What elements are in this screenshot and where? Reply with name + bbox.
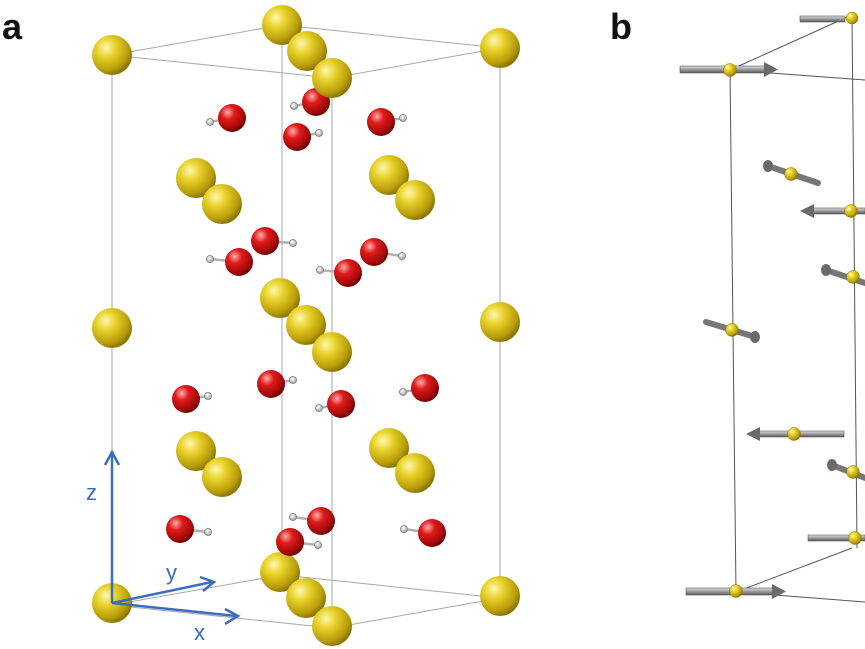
x-axis-label: x	[194, 620, 205, 645]
panel-b-unit-cell	[729, 14, 865, 603]
panel-a-yellow-atoms-front	[92, 28, 520, 646]
panel-b-spin-arrows	[679, 15, 865, 599]
spin-arrow	[827, 459, 865, 481]
y-axis-arrowhead	[199, 575, 217, 592]
panel-b-atoms	[723, 11, 862, 598]
z-axis-arrowhead	[103, 449, 121, 466]
panel-a-red-atoms	[166, 88, 446, 556]
x-axis-arrow	[111, 601, 237, 618]
y-axis-arrow	[111, 580, 213, 605]
spin-arrow	[800, 204, 865, 218]
spin-arrow	[679, 62, 778, 77]
y-axis-label: y	[166, 560, 177, 585]
panel-a-hydrogen-atoms	[204, 102, 408, 549]
panel-label-b: b	[610, 6, 632, 47]
z-axis-label: z	[86, 480, 97, 505]
panel-a-yellow-atoms-back	[176, 5, 409, 592]
x-axis-arrowhead	[224, 607, 241, 626]
panel-label-a: a	[2, 6, 23, 47]
spin-arrow	[746, 427, 845, 441]
coordinate-axes	[103, 449, 241, 626]
